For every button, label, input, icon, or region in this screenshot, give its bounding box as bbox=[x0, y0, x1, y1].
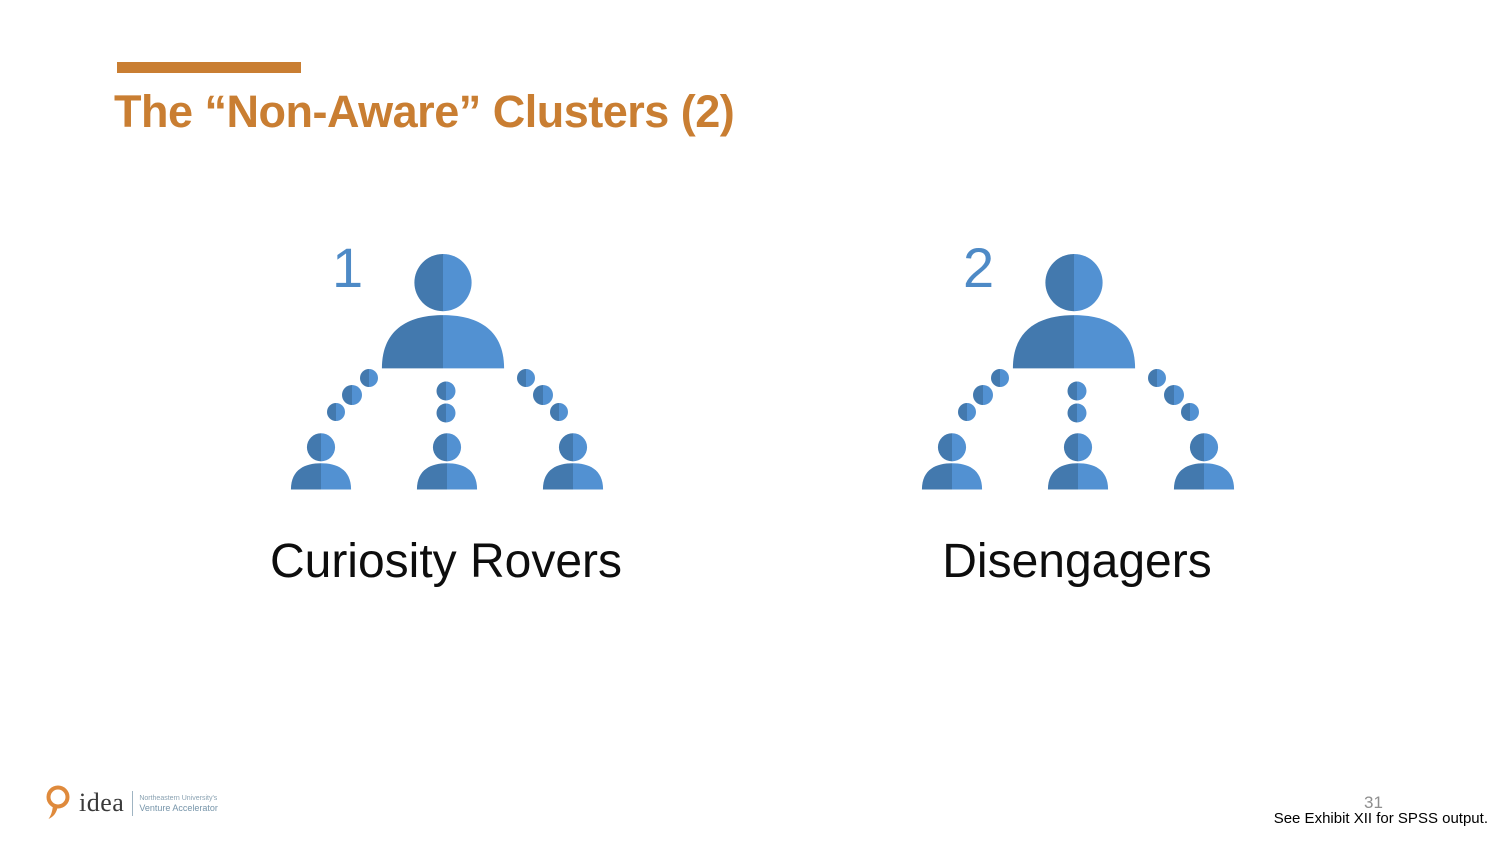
leader-person-icon bbox=[1012, 254, 1136, 369]
cluster-2: 2 bbox=[917, 240, 1237, 496]
page-number: 31 bbox=[1364, 793, 1383, 812]
cluster-1-label: Curiosity Rovers bbox=[269, 535, 623, 588]
member-person-icon bbox=[1047, 433, 1109, 490]
dotted-connector-right bbox=[1148, 369, 1199, 421]
logo-tagline-line2: Venture Accelerator bbox=[139, 802, 218, 813]
leader-person-icon bbox=[381, 254, 505, 369]
dotted-connector-left bbox=[327, 369, 378, 421]
footnote: See Exhibit XII for SPSS output. bbox=[1273, 810, 1488, 827]
idea-logo: idea Northeastern University's Venture A… bbox=[44, 783, 218, 823]
member-person-icon bbox=[542, 433, 604, 490]
cluster-1: 1 bbox=[286, 240, 606, 496]
idea-logo-text: idea bbox=[79, 788, 125, 817]
logo-tagline: Northeastern University's Venture Accele… bbox=[139, 794, 218, 813]
member-person-icon bbox=[921, 433, 983, 490]
dotted-connector-center bbox=[436, 381, 456, 423]
org-chart-icon bbox=[290, 254, 604, 490]
dotted-connector-right bbox=[517, 369, 568, 421]
member-person-icon bbox=[1173, 433, 1235, 490]
member-person-icon bbox=[290, 433, 352, 490]
cluster-2-label: Disengagers bbox=[942, 535, 1212, 588]
logo-tagline-line1: Northeastern University's bbox=[139, 794, 218, 802]
idea-bulb-icon bbox=[46, 785, 70, 819]
title-accent-bar bbox=[117, 62, 301, 73]
logo-divider bbox=[132, 790, 134, 816]
slide-title: The “Non-Aware” Clusters (2) bbox=[114, 86, 735, 137]
org-chart-icon bbox=[921, 254, 1235, 490]
cluster-1-number: 1 bbox=[332, 236, 364, 299]
cluster-2-number: 2 bbox=[963, 236, 995, 299]
dotted-connector-center bbox=[1067, 381, 1087, 423]
dotted-connector-left bbox=[958, 369, 1009, 421]
member-person-icon bbox=[416, 433, 478, 490]
